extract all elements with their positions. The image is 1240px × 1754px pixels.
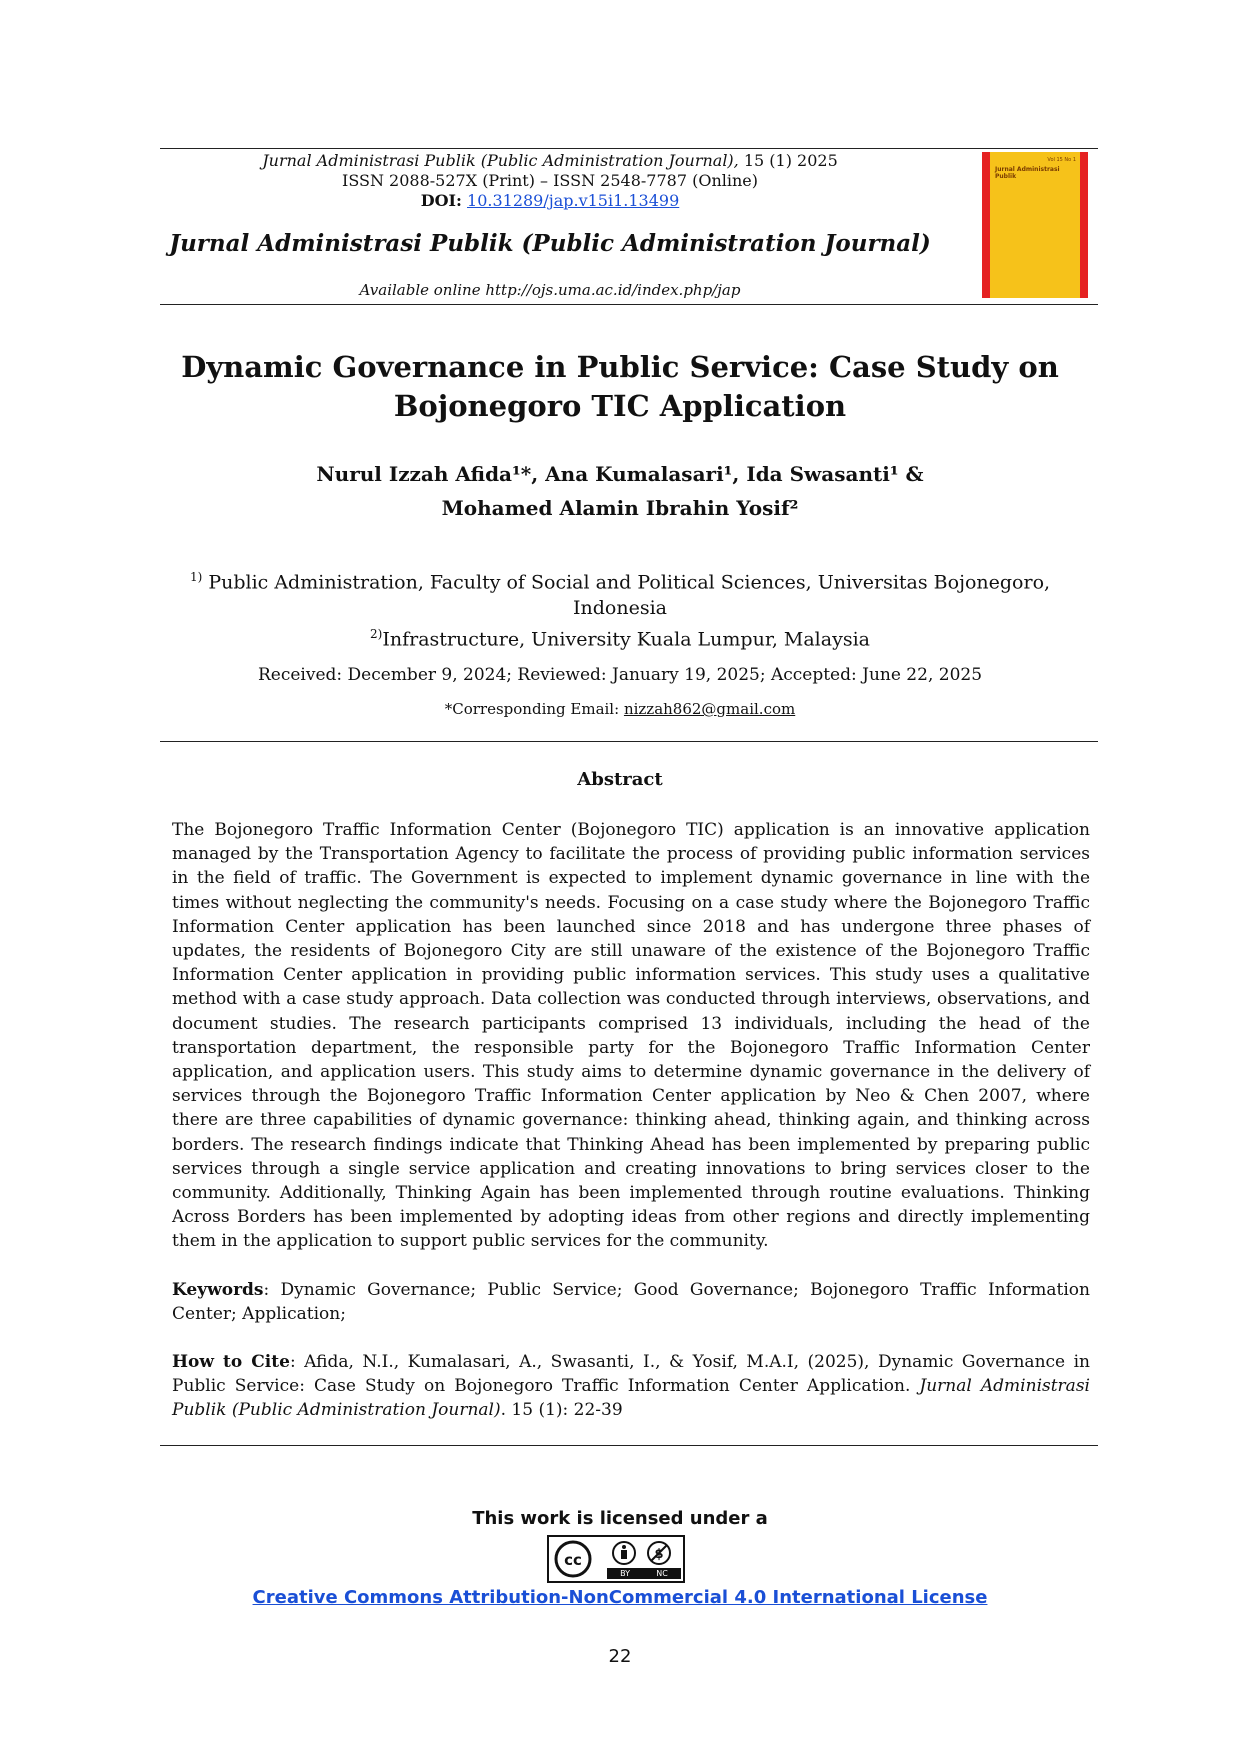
journal-cover-inner: Vol 15 No 1 Jurnal Administrasi Publik <box>990 152 1080 298</box>
cc-icons: cc $ <box>554 1540 671 1578</box>
svg-text:$: $ <box>654 1547 663 1562</box>
license-intro: This work is licensed under a <box>472 1508 768 1529</box>
doi-link[interactable]: 10.31289/jap.v15i1.13499 <box>467 191 680 210</box>
affiliations: 1) Public Administration, Faculty of Soc… <box>120 564 1120 653</box>
journal-citation: Jurnal Administrasi Publik (Public Admin… <box>262 151 838 170</box>
affiliation-2: 2)Infrastructure, University Kuala Lumpu… <box>370 627 870 651</box>
affiliation-1: 1) Public Administration, Faculty of Soc… <box>189 570 1051 594</box>
page-number: 22 <box>608 1646 632 1667</box>
journal-name: Jurnal Administrasi Publik (Public Admin… <box>169 230 931 257</box>
abstract-bottom-rule <box>160 1445 1098 1446</box>
cover-title: Jurnal Administrasi Publik <box>995 166 1060 180</box>
abstract-heading: Abstract <box>577 769 663 790</box>
email-link[interactable]: nizzah862@gmail.com <box>623 700 796 718</box>
article-title: Dynamic Governance in Public Service: Ca… <box>181 350 1059 423</box>
abstract-top-rule <box>160 741 1098 742</box>
journal-cover-image: Vol 15 No 1 Jurnal Administrasi Publik <box>982 152 1088 298</box>
cc-by-nc-badge[interactable]: cc $ BY NC <box>547 1535 685 1583</box>
svg-text:cc: cc <box>564 1551 582 1569</box>
license-link[interactable]: Creative Commons Attribution-NonCommerci… <box>252 1587 988 1608</box>
issn: ISSN 2088-527X (Print) – ISSN 2548-7787 … <box>342 171 758 190</box>
abstract-text: The Bojonegoro Traffic Information Cente… <box>172 820 1090 1252</box>
journal-meta: Jurnal Administrasi Publik (Public Admin… <box>160 151 940 211</box>
cover-tag: Vol 15 No 1 <box>1047 157 1076 163</box>
article-dates: Received: December 9, 2024; Reviewed: Ja… <box>257 665 983 685</box>
available-online: Available online http://ojs.uma.ac.id/in… <box>359 281 741 299</box>
keywords: Keywords: Dynamic Governance; Public Ser… <box>172 1280 1090 1324</box>
doi-line: DOI: 10.31289/jap.v15i1.13499 <box>420 191 680 210</box>
authors: Nurul Izzah Afida¹*, Ana Kumalasari¹, Id… <box>316 462 924 520</box>
corresponding-email: *Corresponding Email: nizzah862@gmail.co… <box>444 700 796 718</box>
cc-label-bar: BY NC <box>607 1568 681 1579</box>
header-top-rule <box>160 148 1098 149</box>
header-bottom-rule <box>160 304 1098 305</box>
how-to-cite: How to Cite: Afida, N.I., Kumalasari, A.… <box>172 1352 1090 1420</box>
